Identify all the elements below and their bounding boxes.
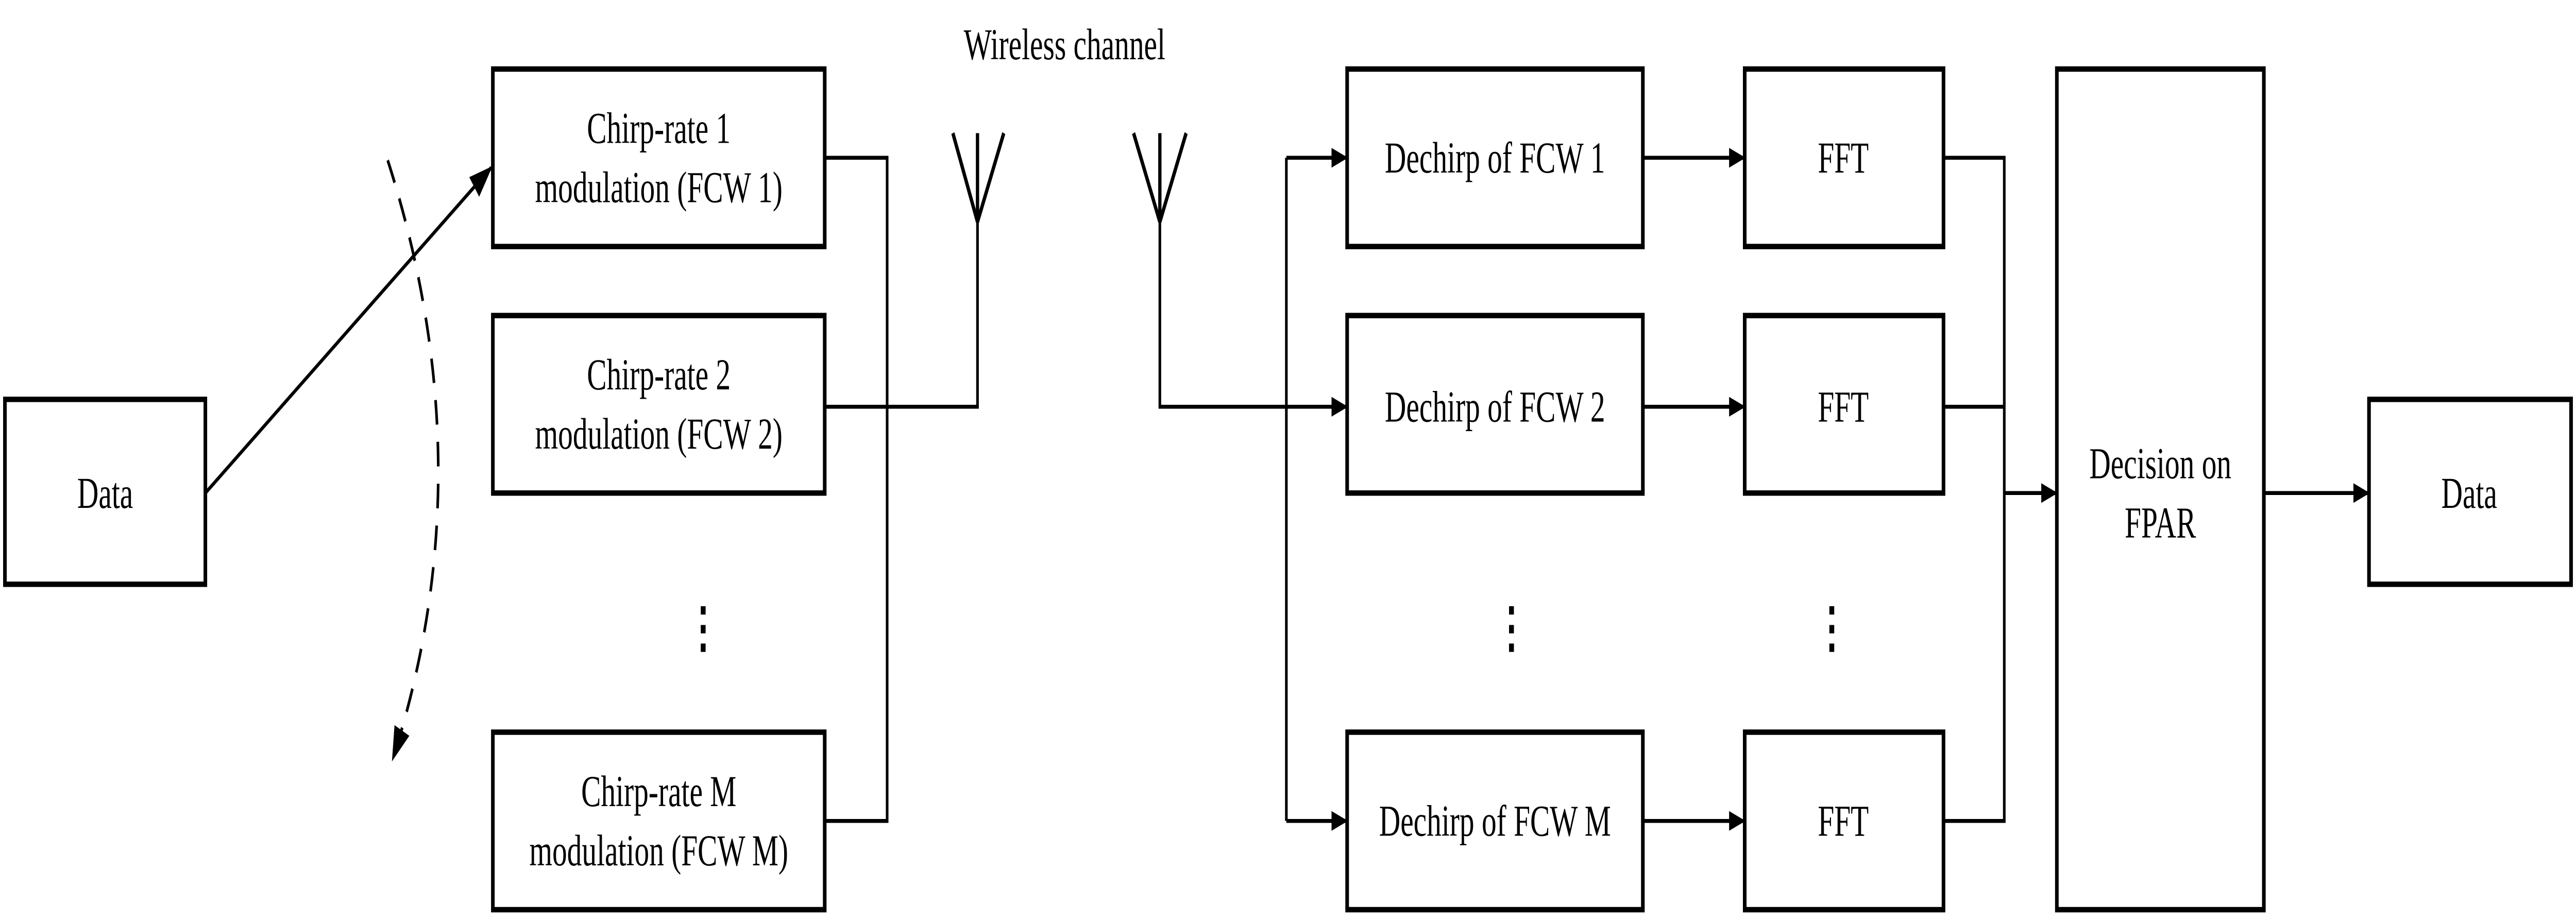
fft-ellipsis: ⋮	[1814, 598, 1850, 658]
wireless-channel-label: Wireless channel	[964, 20, 1165, 69]
dechirp-2-label: Dechirp of FCW 2	[1385, 382, 1605, 431]
modulator-m-line2: modulation (FCW M)	[529, 826, 788, 875]
decision-line2: FPAR	[2125, 498, 2196, 547]
fft-block-1: FFT	[1742, 66, 1945, 249]
input-data-block: Data	[3, 397, 208, 587]
dechirp-block-1: Dechirp of FCW 1	[1345, 66, 1645, 249]
dechirp-m-label: Dechirp of FCW M	[1379, 796, 1611, 845]
modulator-2-line2: modulation (FCW 2)	[535, 409, 783, 458]
dechirp-block-2: Dechirp of FCW 2	[1345, 313, 1645, 496]
modulator-block-2: Chirp-rate 2 modulation (FCW 2)	[491, 313, 827, 496]
decision-block: Decision on FPAR	[2055, 66, 2266, 913]
modulator-1-line1: Chirp-rate 1	[587, 104, 731, 152]
rx-antenna-icon	[1132, 132, 1188, 223]
fft-m-label: FFT	[1818, 796, 1869, 845]
input-data-label: Data	[77, 468, 133, 517]
modulator-ellipsis: ⋮	[685, 598, 721, 658]
modulator-m-line1: Chirp-rate M	[581, 767, 736, 816]
modulator-2-line1: Chirp-rate 2	[587, 350, 731, 399]
tx-antenna-icon	[951, 132, 1006, 223]
modulator-block-1: Chirp-rate 1 modulation (FCW 1)	[491, 66, 827, 249]
decision-line1: Decision on	[2089, 439, 2231, 488]
selection-sweep-dashed-arrow	[386, 159, 440, 762]
fft-block-m: FFT	[1742, 729, 1945, 913]
fft-1-label: FFT	[1818, 133, 1869, 182]
tx-feed-line	[824, 221, 979, 409]
modulator-1-line2: modulation (FCW 1)	[535, 163, 783, 212]
tx-combiner-line	[824, 156, 889, 823]
modulator-block-m: Chirp-rate M modulation (FCW M)	[491, 729, 827, 913]
output-data-block: Data	[2367, 397, 2573, 587]
dechirp-block-m: Dechirp of FCW M	[1345, 729, 1645, 913]
fft-combiner-line	[1943, 156, 2006, 823]
dechirp-ellipsis: ⋮	[1494, 598, 1530, 658]
selector-arrow	[205, 166, 493, 495]
fft-2-label: FFT	[1818, 382, 1869, 431]
output-data-label: Data	[2442, 468, 2497, 517]
dechirp-1-label: Dechirp of FCW 1	[1385, 133, 1605, 182]
rx-feed-line	[1158, 221, 1286, 409]
fft-block-2: FFT	[1742, 313, 1945, 496]
